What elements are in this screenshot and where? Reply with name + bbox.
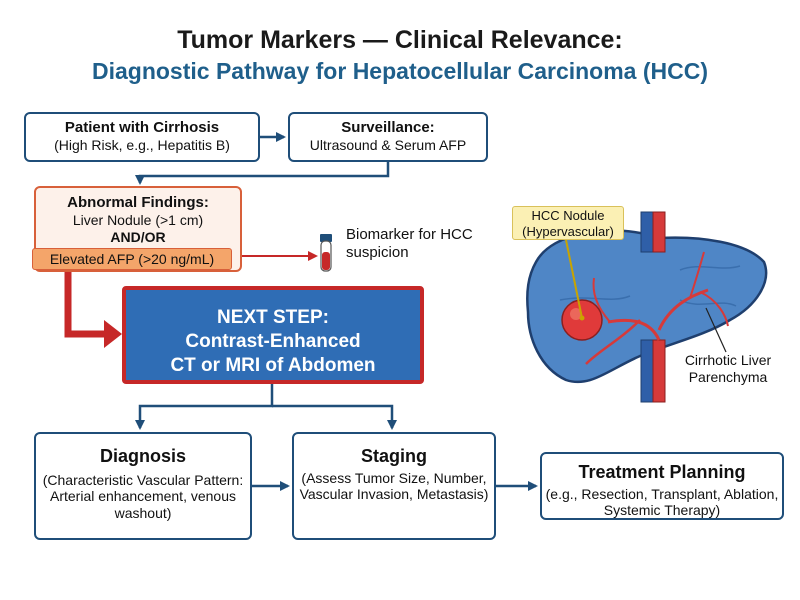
node-surveillance-detail: Ultrasound & Serum AFP — [309, 137, 467, 153]
node-treatment-detail: (e.g., Resection, Transplant, Ablation, … — [545, 485, 779, 519]
node-surveillance-heading: Surveillance: — [341, 119, 435, 136]
hcc-pointer — [565, 239, 583, 319]
cirrhotic-pointer — [705, 307, 727, 353]
node-surveillance: Surveillance: Ultrasound & Serum AFP — [288, 112, 488, 162]
arrow-abnormal-to-next-step — [64, 272, 108, 338]
arrow-surveillance-to-abnormal — [135, 162, 390, 185]
node-staging-detail: (Assess Tumor Size, Number, Vascular Inv… — [299, 469, 489, 503]
hcc-nodule-label: HCC Nodule (Hypervascular) — [512, 206, 624, 240]
node-patient: Patient with Cirrhosis (High Risk, e.g.,… — [24, 112, 260, 162]
node-patient-detail: (High Risk, e.g., Hepatitis B) — [54, 137, 230, 153]
node-abnormal-nodule: Liver Nodule (>1 cm) — [72, 212, 204, 228]
blood-tube-icon — [320, 234, 332, 272]
arrow-next-step-to-staging — [272, 404, 397, 430]
node-next-step-line3: CT or MRI of Abdomen — [170, 354, 376, 376]
page-subtitle: Diagnostic Pathway for Hepatocellular Ca… — [91, 58, 708, 84]
node-abnormal-connector: AND/OR — [110, 228, 166, 245]
liver-illustration — [526, 211, 768, 403]
node-next-step-heading: NEXT STEP: — [217, 307, 329, 328]
node-staging-heading: Staging — [361, 446, 427, 466]
node-treatment: Treatment Planning (e.g., Resection, Tra… — [540, 452, 784, 520]
node-treatment-heading: Treatment Planning — [578, 462, 746, 482]
elevated-afp-chip: Elevated AFP (>20 ng/mL) — [32, 248, 232, 270]
arrow-abnormal-to-next-step-head — [104, 320, 122, 348]
node-diagnosis: Diagnosis (Characteristic Vascular Patte… — [34, 432, 252, 540]
node-diagnosis-heading: Diagnosis — [99, 446, 187, 466]
node-staging: Staging (Assess Tumor Size, Number, Vasc… — [292, 432, 496, 540]
biomarker-annotation: Biomarker for HCC suspicion — [346, 226, 473, 261]
node-abnormal-heading: Abnormal Findings: — [67, 194, 209, 211]
node-abnormal-findings: Abnormal Findings: Liver Nodule (>1 cm) … — [32, 186, 242, 272]
node-next-step: NEXT STEP: Contrast-Enhanced CT or MRI o… — [122, 286, 424, 384]
cirrhotic-liver-label: Cirrhotic Liver Parenchyma — [684, 352, 772, 385]
node-patient-heading: Patient with Cirrhosis — [64, 119, 220, 136]
arrow-next-step-split — [135, 384, 274, 430]
page-title: Tumor Markers — Clinical Relevance: — [177, 26, 623, 54]
node-diagnosis-detail: (Characteristic Vascular Pattern: Arteri… — [42, 471, 244, 522]
node-next-step-line2: Contrast-Enhanced — [185, 330, 361, 352]
